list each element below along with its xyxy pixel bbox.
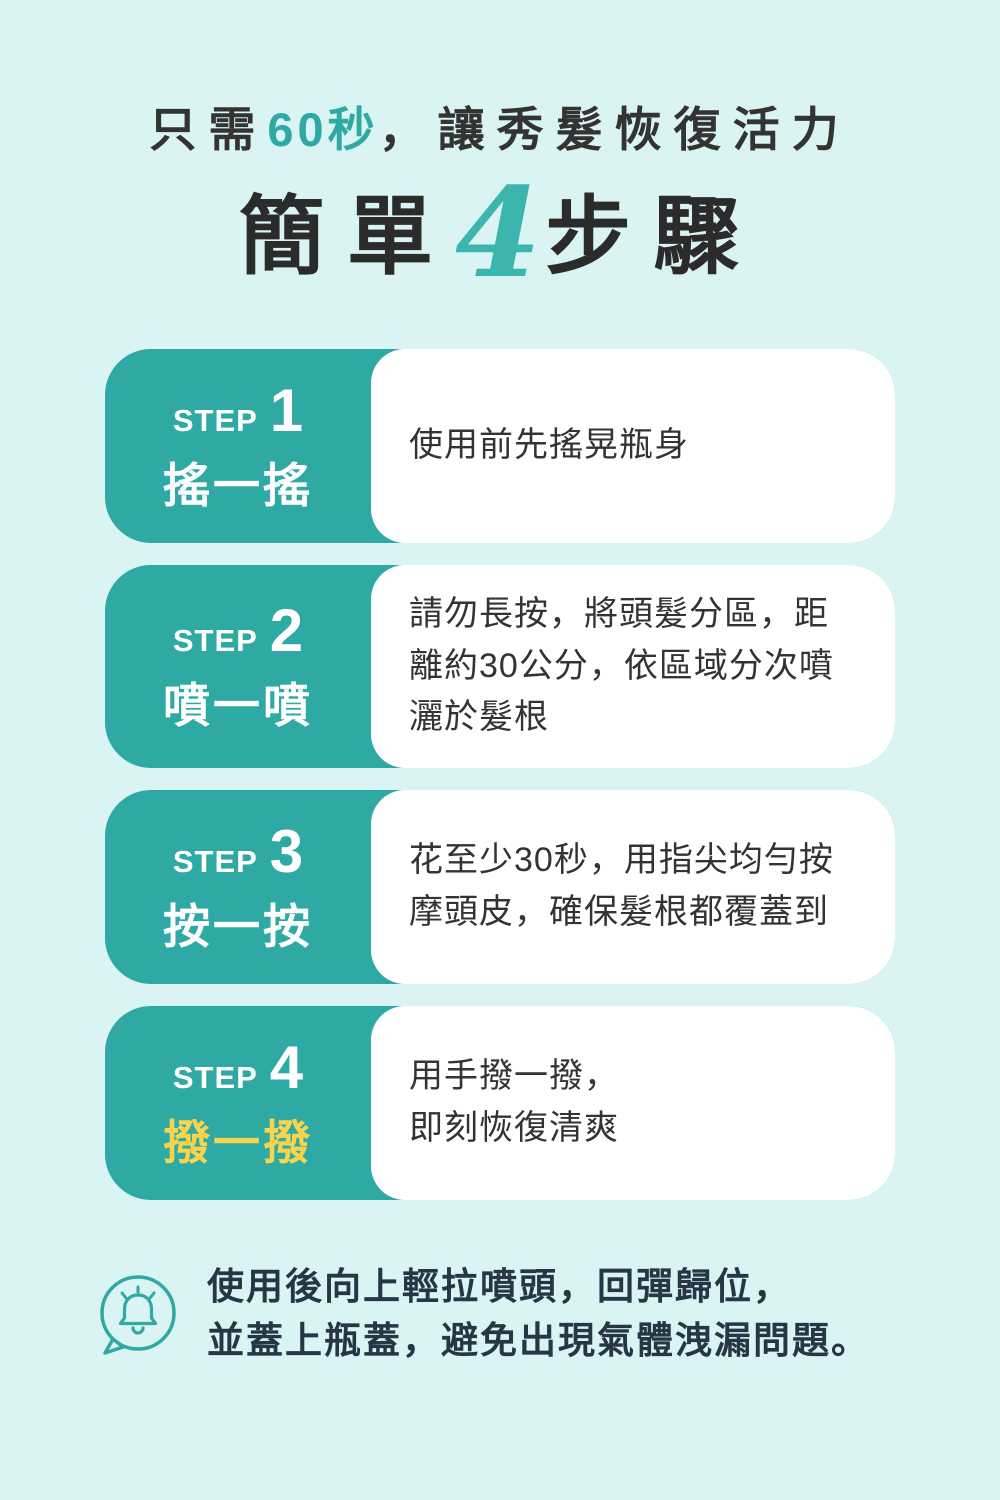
step-2-description-panel: 請勿長按，將頭髮分區，距離約30公分，依區域分次噴灑於髮根 <box>371 564 895 768</box>
page-subtitle: 簡單4步驟 <box>0 172 1000 296</box>
step-1-description-panel: 使用前先搖晃瓶身 <box>371 348 895 543</box>
header: 只需60秒，讓秀髮恢復活力 簡單4步驟 <box>0 0 1000 296</box>
step-3-label-row: STEP 3 <box>173 817 303 886</box>
step-4-description-panel: 用手撥一撥， 即刻恢復清爽 <box>371 1006 895 1200</box>
steps-list: STEP 1 搖一搖 使用前先搖晃瓶身 STEP 2 噴一噴 請勿長按，將頭髮分… <box>105 348 895 1200</box>
subtitle-number-4: 4 <box>454 161 542 307</box>
step-4-name: 撥一撥 <box>163 1116 313 1169</box>
step-3-word: STEP <box>172 844 258 879</box>
step-1-name: 搖一搖 <box>163 458 313 512</box>
step-2-badge: STEP 2 噴一噴 <box>105 565 371 768</box>
title-highlight-60s: 60秒 <box>267 103 379 156</box>
step-3-name: 按一按 <box>163 900 313 953</box>
step-card-3: STEP 3 按一按 花至少30秒，用指尖均勻按摩頭皮，確保髮根都覆蓋到 <box>105 790 895 984</box>
step-2-name: 噴一噴 <box>163 679 313 733</box>
step-4-description: 用手撥一撥， 即刻恢復清爽 <box>409 1057 619 1147</box>
bell-icon <box>95 1271 181 1357</box>
step-4-word: STEP <box>172 1060 258 1095</box>
subtitle-pre: 簡單 <box>238 189 455 286</box>
step-3-number: 3 <box>269 818 304 885</box>
step-3-description-panel: 花至少30秒，用指尖均勻按摩頭皮，確保髮根都覆蓋到 <box>371 790 895 984</box>
step-3-badge: STEP 3 按一按 <box>105 790 371 984</box>
step-3-description: 花至少30秒，用指尖均勻按摩頭皮，確保髮根都覆蓋到 <box>409 841 834 931</box>
usage-note: 使用後向上輕拉噴頭，回彈歸位， 並蓋上瓶蓋，避免出現氣體洩漏問題。 <box>95 1260 905 1367</box>
title-post: ，讓秀髮恢復活力 <box>378 103 851 156</box>
step-4-number: 4 <box>269 1034 304 1101</box>
step-card-4: STEP 4 撥一撥 用手撥一撥， 即刻恢復清爽 <box>105 1006 895 1200</box>
step-2-word: STEP <box>172 623 258 659</box>
step-1-word: STEP <box>172 402 258 438</box>
step-1-number: 1 <box>269 376 304 444</box>
subtitle-post: 步驟 <box>545 189 762 286</box>
step-2-description: 請勿長按，將頭髮分區，距離約30公分，依區域分次噴灑於髮根 <box>409 594 834 737</box>
step-1-description: 使用前先搖晃瓶身 <box>409 426 689 465</box>
step-1-label-row: STEP 1 <box>173 376 303 445</box>
usage-note-text: 使用後向上輕拉噴頭，回彈歸位， 並蓋上瓶蓋，避免出現氣體洩漏問題。 <box>207 1266 870 1361</box>
step-card-2: STEP 2 噴一噴 請勿長按，將頭髮分區，距離約30公分，依區域分次噴灑於髮根 <box>105 564 895 768</box>
step-2-label-row: STEP 2 <box>173 596 303 665</box>
step-2-number: 2 <box>269 597 304 665</box>
step-4-badge: STEP 4 撥一撥 <box>105 1006 371 1200</box>
step-4-label-row: STEP 4 <box>173 1033 303 1102</box>
step-1-badge: STEP 1 搖一搖 <box>105 349 371 543</box>
title-pre: 只需 <box>149 103 268 156</box>
step-card-1: STEP 1 搖一搖 使用前先搖晃瓶身 <box>105 348 895 543</box>
page-title: 只需60秒，讓秀髮恢復活力 <box>0 102 1000 158</box>
